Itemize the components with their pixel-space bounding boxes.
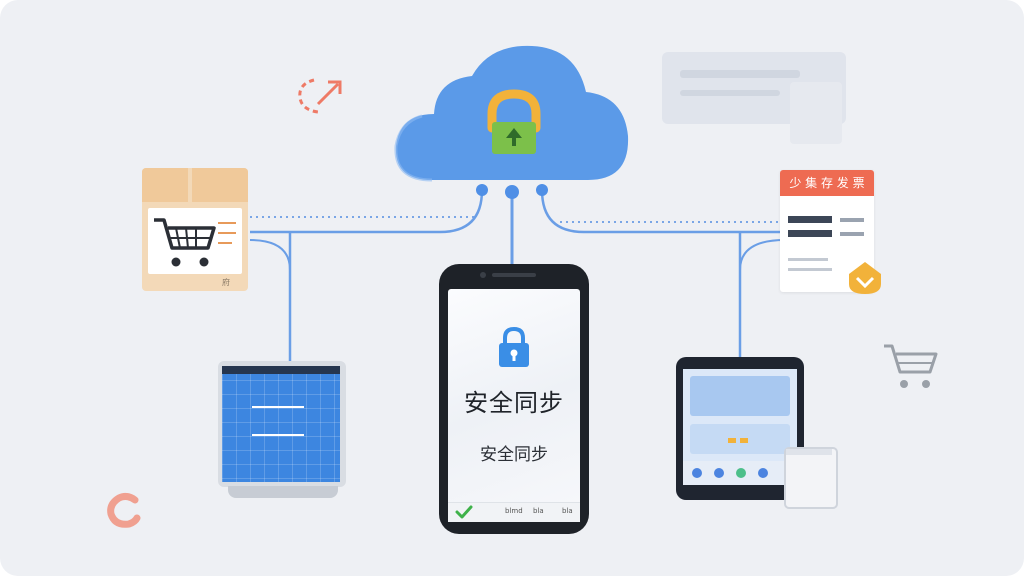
phone-subtitle: 安全同步 bbox=[480, 445, 548, 465]
phone-title: 安全同步 bbox=[464, 389, 564, 417]
background-document-line bbox=[680, 70, 800, 78]
tablet-dock-dot bbox=[714, 468, 724, 478]
tablet-banner bbox=[690, 376, 790, 416]
tablet-dock-dot bbox=[736, 468, 746, 478]
laptop-titlebar bbox=[222, 366, 340, 374]
phone-status-bar bbox=[448, 502, 580, 522]
download-badge-icon bbox=[849, 262, 881, 294]
lock-icon bbox=[499, 326, 529, 367]
package-lid bbox=[192, 168, 248, 202]
phone-speaker bbox=[492, 273, 536, 277]
phone-camera bbox=[480, 272, 486, 278]
cloud-icon bbox=[394, 45, 629, 182]
laptop-window bbox=[252, 406, 304, 436]
package-lid bbox=[142, 168, 188, 202]
shopping-cart-icon bbox=[884, 344, 938, 388]
tablet-dock-dot bbox=[758, 468, 768, 478]
invoice-row-light bbox=[788, 258, 828, 261]
tablet-card-chip bbox=[740, 438, 748, 443]
label-line bbox=[218, 242, 232, 244]
phone-status-text: bla bbox=[562, 507, 573, 515]
invoice-row-light bbox=[840, 218, 864, 222]
tablet-dock-dot bbox=[692, 468, 702, 478]
sync-arrow-icon bbox=[298, 78, 342, 114]
small-card-top bbox=[786, 449, 832, 455]
c-logo-icon bbox=[107, 492, 141, 528]
shopping-cart-icon bbox=[154, 218, 216, 267]
tablet-card-chip bbox=[728, 438, 736, 443]
invoice-row bbox=[788, 230, 832, 237]
invoice-row bbox=[788, 216, 832, 223]
phone-status-text: blmd bbox=[505, 507, 523, 515]
label-line bbox=[218, 232, 236, 234]
laptop-screen bbox=[222, 366, 340, 482]
invoice-row-light bbox=[788, 268, 832, 271]
invoice-row-light bbox=[840, 232, 864, 236]
package-note: 府 bbox=[222, 278, 230, 287]
phone-status-text: bla bbox=[533, 507, 544, 515]
lock-icon bbox=[487, 89, 541, 154]
label-line bbox=[218, 222, 236, 224]
background-document-line bbox=[680, 90, 780, 96]
invoice-header: 少 集 存 发 票 bbox=[780, 170, 874, 196]
checkmark-icon bbox=[455, 505, 473, 519]
small-card bbox=[784, 447, 838, 509]
laptop-base bbox=[228, 486, 338, 498]
background-page bbox=[790, 82, 842, 144]
